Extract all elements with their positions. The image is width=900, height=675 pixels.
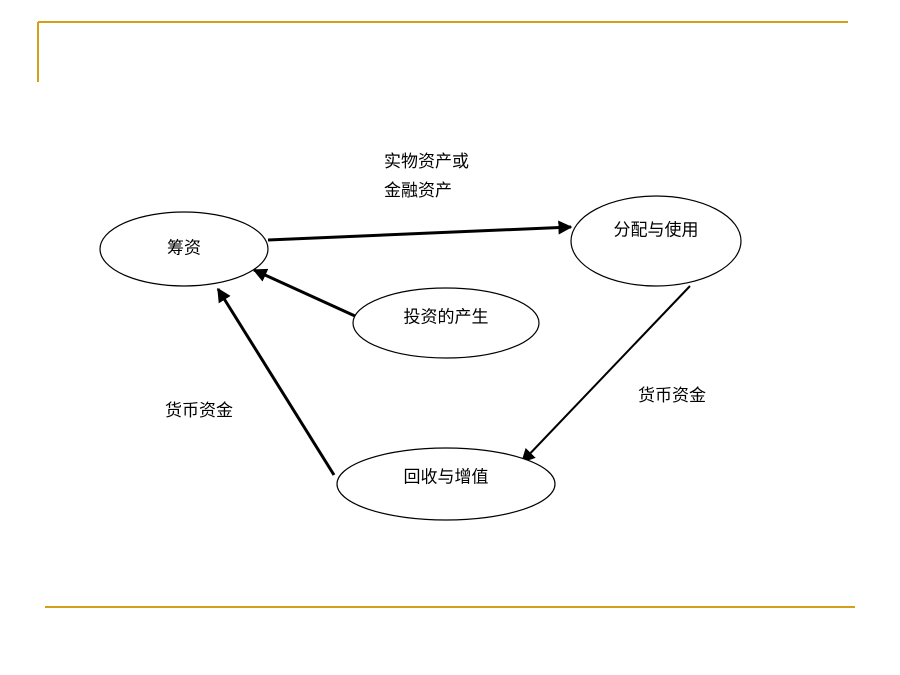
node-investment: 投资的产生	[352, 287, 540, 359]
edge-label-monetary-right: 货币资金	[638, 386, 706, 406]
arrow-recovery-to-fundraising	[216, 287, 336, 476]
node-allocation: 分配与使用	[570, 195, 742, 287]
node-fundraising-shape	[99, 211, 269, 287]
node-allocation-shape	[570, 195, 742, 287]
node-fundraising: 筹资	[99, 211, 269, 287]
node-fundraising-label: 筹资	[167, 239, 201, 259]
node-investment-label: 投资的产生	[404, 308, 489, 328]
slide-frame	[37, 21, 855, 608]
arrow-allocation-to-recovery	[521, 285, 691, 464]
node-recovery-label: 回收与增值	[404, 468, 489, 488]
node-investment-shape	[352, 287, 540, 359]
node-allocation-label: 分配与使用	[614, 220, 699, 241]
node-recovery: 回收与增值	[336, 447, 556, 521]
node-recovery-shape	[336, 447, 556, 521]
arrow-fundraising-to-allocation	[267, 220, 573, 242]
edge-label-assets-line1: 实物资产或	[384, 152, 469, 172]
edge-label-monetary-left: 货币资金	[165, 401, 233, 421]
flow-arrows	[216, 220, 691, 476]
arrow-investment-to-fundraising	[252, 268, 356, 318]
edge-label-assets-line2: 金融资产	[384, 181, 452, 201]
